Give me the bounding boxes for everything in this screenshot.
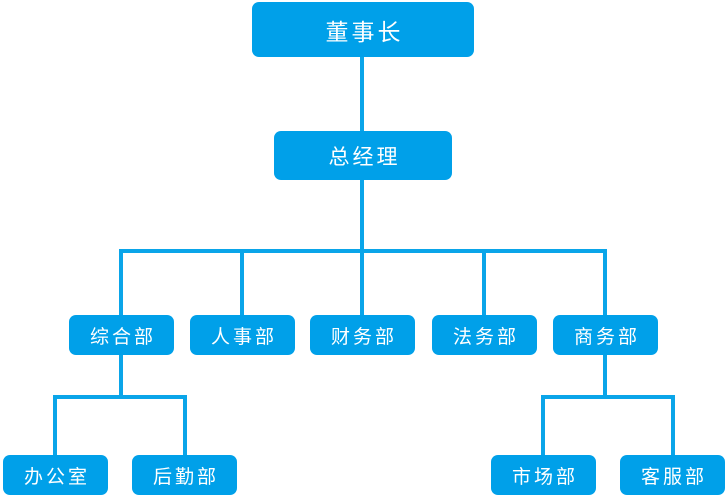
node-human-resources[interactable]: 人事部 bbox=[190, 315, 295, 355]
connector-drop-business bbox=[603, 249, 607, 315]
connector-drop-logistics bbox=[183, 395, 187, 457]
node-logistics[interactable]: 后勤部 bbox=[132, 455, 237, 495]
node-office[interactable]: 办公室 bbox=[3, 455, 108, 495]
connector-general-affairs-stem bbox=[119, 355, 123, 397]
connector-chairman-to-general-manager bbox=[360, 57, 364, 131]
node-general-manager[interactable]: 总经理 bbox=[274, 131, 452, 180]
connector-drop-office bbox=[53, 395, 57, 457]
node-marketing[interactable]: 市场部 bbox=[491, 455, 596, 495]
connector-general-affairs-bus bbox=[53, 395, 187, 399]
node-legal-affairs[interactable]: 法务部 bbox=[432, 315, 537, 355]
connector-business-stem bbox=[603, 355, 607, 397]
connector-drop-legal-affairs bbox=[482, 249, 486, 315]
node-business[interactable]: 商务部 bbox=[553, 315, 658, 355]
node-chairman[interactable]: 董事长 bbox=[252, 2, 474, 57]
connector-drop-customer-service bbox=[671, 395, 675, 457]
node-finance[interactable]: 财务部 bbox=[310, 315, 415, 355]
connector-drop-marketing bbox=[541, 395, 545, 457]
connector-drop-human-resources bbox=[240, 249, 244, 315]
node-customer-service[interactable]: 客服部 bbox=[620, 455, 725, 495]
connector-drop-finance bbox=[360, 249, 364, 315]
connector-drop-general-affairs bbox=[119, 249, 123, 315]
connector-business-bus bbox=[541, 395, 675, 399]
node-general-affairs[interactable]: 综合部 bbox=[69, 315, 174, 355]
connector-general-manager-stem bbox=[360, 180, 364, 249]
